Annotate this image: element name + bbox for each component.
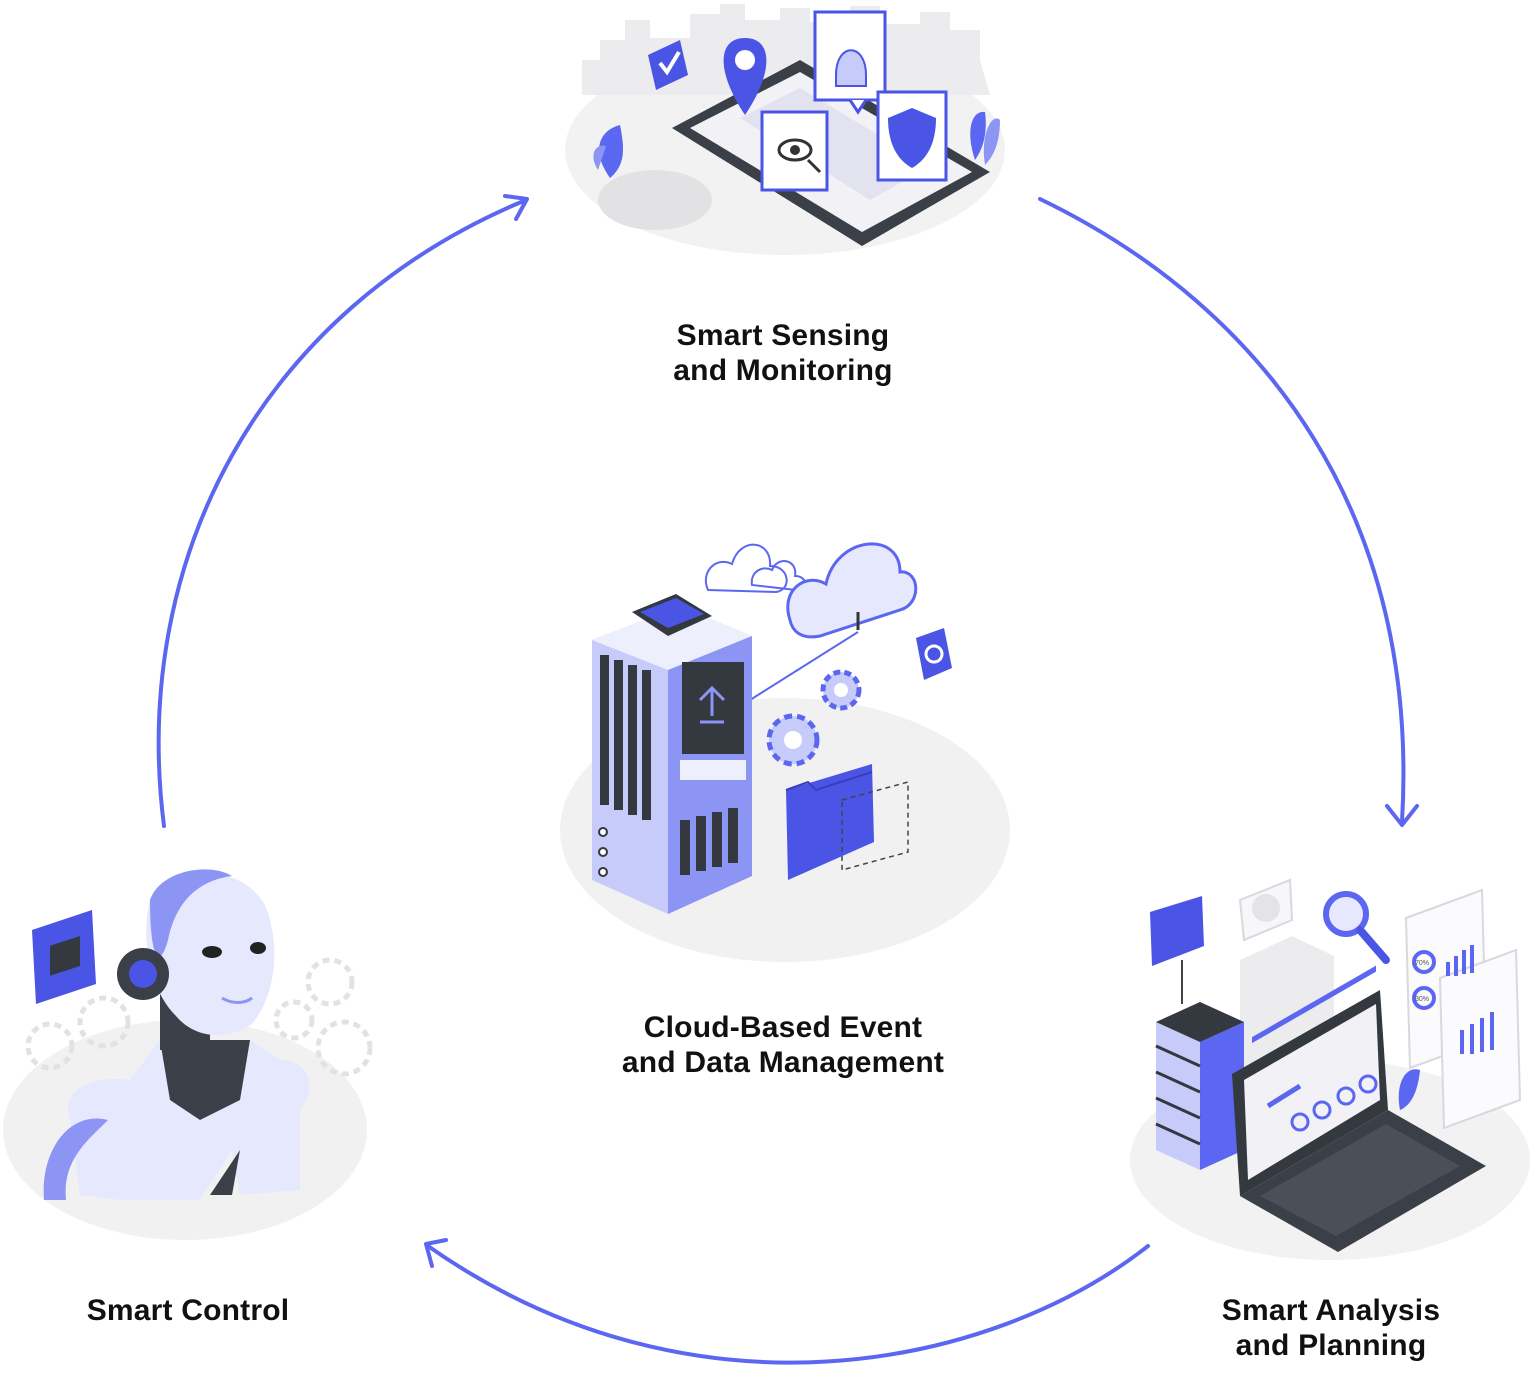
- center-label-line1: Cloud-Based Event: [643, 1011, 923, 1044]
- center-label-line2: and Data Management: [621, 1046, 945, 1079]
- arrow-sensing-to-analysis: [1038, 197, 1406, 824]
- node-label-center: Cloud-Based Event and Data Management: [573, 1010, 993, 1080]
- cloud-server-illustration: [560, 542, 1010, 962]
- cycle-arrows: [156, 194, 1419, 1365]
- node-label-sensing: Smart Sensing and Monitoring: [623, 318, 943, 388]
- robot-illustration: [3, 869, 373, 1240]
- smart-sensing-illustration: [565, 4, 1005, 255]
- sensing-label-line1: Smart Sensing: [676, 319, 890, 352]
- analysis-laptop-illustration: [1130, 878, 1530, 1260]
- arrowhead-analysis-icon: [1385, 804, 1419, 827]
- analysis-label-line2: and Planning: [1235, 1329, 1427, 1362]
- sensing-label-line2: and Monitoring: [673, 354, 893, 387]
- arrow-analysis-to-control: [426, 1244, 1150, 1365]
- node-label-analysis: Smart Analysis and Planning: [1176, 1293, 1486, 1363]
- analysis-label-line1: Smart Analysis: [1221, 1294, 1441, 1327]
- control-label-line1: Smart Control: [86, 1294, 290, 1327]
- arrow-control-to-sensing: [156, 198, 528, 828]
- node-label-control: Smart Control: [38, 1293, 338, 1328]
- arrowhead-sensing-icon: [503, 194, 529, 221]
- arrowhead-control-icon: [424, 1238, 448, 1268]
